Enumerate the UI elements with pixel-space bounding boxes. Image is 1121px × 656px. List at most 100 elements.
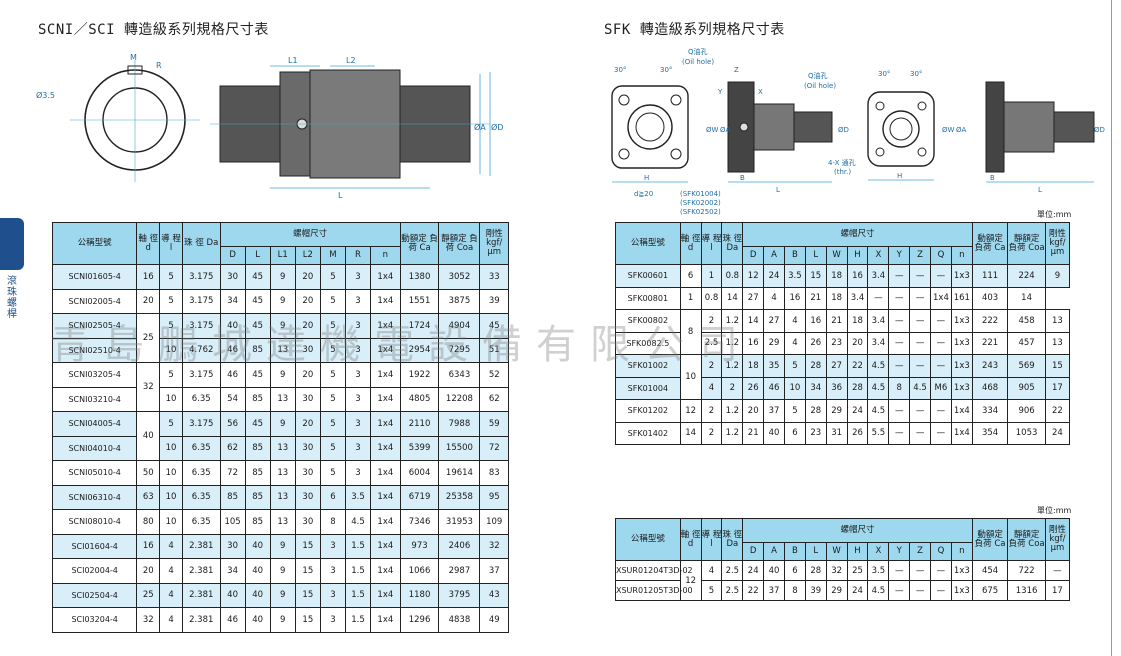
cell-coa: 7988 (438, 411, 481, 437)
dim-label-m: M (130, 53, 137, 62)
cell-l: 85 (244, 337, 271, 363)
dim-label-l2: L (1038, 186, 1042, 194)
cell-k: 95 (479, 484, 509, 510)
cell-m: 5 (319, 362, 346, 388)
cell-dim: 46 (763, 376, 785, 400)
cell-l: 85 (244, 509, 271, 535)
cell-k: 13 (1044, 331, 1071, 355)
cell-d: 10 (679, 354, 702, 400)
cell-ca: 354 (971, 421, 1009, 445)
cell-model: SCNI04005-4 (51, 411, 138, 437)
cell-dim: 20 (742, 399, 765, 423)
col-header-ca: 動額定 負荷 Ca (971, 222, 1009, 265)
cell-l2: 20 (294, 313, 321, 339)
sfk-flange-front-right (867, 91, 935, 167)
cell-model: SFK01202 (615, 399, 681, 423)
cell-coa: 31953 (438, 509, 481, 535)
cell-l: 4 (159, 607, 183, 633)
cell-dim: — (930, 309, 952, 333)
cell-m: 5 (319, 288, 346, 314)
cell-l2: 15 (294, 558, 321, 584)
col-header-nut: 螺帽尺寸 (742, 518, 973, 543)
col-header-lead: 導 程 l (159, 222, 183, 265)
cell-coa: 25358 (438, 484, 481, 510)
col-header-kgf: 剛性 kgf/ μm (479, 222, 509, 265)
cell-l: 5 (159, 288, 183, 314)
cell-dim: 1x3 (950, 580, 973, 601)
cell-dim: 1x3 (950, 309, 973, 333)
cell-l: 40 (244, 558, 271, 584)
cell-dim: 6 (783, 421, 806, 445)
cell-l: 5 (159, 313, 183, 339)
col-header-coa: 靜額定 負荷 Coa (1007, 222, 1046, 265)
cell-da: 6.35 (181, 509, 221, 535)
cell-da: 0.8 (721, 264, 744, 288)
cell-dim: 3.5 (867, 560, 890, 581)
cell-ca: 1296 (399, 607, 440, 633)
cell-dim: 1x3 (950, 331, 973, 355)
cell-dim: 40 (763, 421, 785, 445)
cell-ca: 5399 (399, 435, 440, 461)
cell-dim: 40 (763, 560, 785, 581)
cell-dim: 29 (825, 580, 848, 601)
cell-dim: 26 (846, 421, 869, 445)
cell-l2: 20 (294, 288, 321, 314)
cell-k: 62 (479, 386, 509, 412)
col-header-q: Q (930, 246, 952, 265)
cell-model: SCI02504-4 (51, 582, 138, 608)
cell-d: 34 (219, 558, 246, 584)
cell-dim: 28 (804, 399, 827, 423)
cell-dim: 29 (825, 399, 848, 423)
cell-m: 5 (319, 435, 346, 461)
cell-m: 5 (319, 386, 346, 412)
sfk-dimension-lines (612, 179, 1094, 183)
cell-dim: — (888, 399, 911, 423)
cell-m: 8 (319, 509, 346, 535)
cell-dim: 10 (783, 376, 806, 400)
cell-l2: 20 (294, 362, 321, 388)
cell-k: 13 (1044, 309, 1071, 333)
cell-dim: 37 (763, 580, 785, 601)
cell-dim: — (930, 560, 952, 581)
cell-d: 80 (136, 509, 161, 535)
cell-ca: 454 (971, 560, 1009, 581)
cell-r: 1.5 (344, 558, 372, 584)
cell-dim: 4.5 (867, 376, 890, 400)
cell-ca: 1922 (399, 362, 440, 388)
sfk-nut-drawing: 30° 30° Q油孔 (Oil hole) Z Y X Q油孔 (Oil ho… (611, 47, 1105, 216)
col-header-coa: 靜額定 負荷 Coa (1007, 518, 1046, 561)
cell-l1: 13 (269, 337, 296, 363)
cell-model: SFK00601 (615, 264, 681, 288)
cell-ca: 2110 (399, 411, 440, 437)
cell-model: SCNI02510-4 (51, 337, 138, 363)
cell-r: 3 (344, 460, 372, 486)
dim-label-a: ØA (720, 126, 731, 134)
cell-l: 10 (159, 337, 183, 363)
cell-dim: — (930, 421, 952, 445)
cell-dim: 14 (721, 286, 744, 310)
dim-label-dmin: d≧20 (634, 190, 653, 198)
oil-hole-en-label-2: (Oil hole) (804, 82, 836, 90)
cell-l: 85 (244, 435, 271, 461)
scni-spec-table: 公稱型號 軸 徑 d 導 程 l 珠 徑 Da 螺帽尺寸 動額定 負荷 Ca 靜… (51, 222, 509, 633)
col-header-L: L (244, 246, 271, 265)
cell-coa: 3795 (438, 582, 481, 608)
angle-label-1: 30° (614, 66, 626, 74)
cell-dim: 24 (846, 399, 869, 423)
cell-d: 85 (219, 484, 246, 510)
cell-coa: 19614 (438, 460, 481, 486)
cell-l: 2 (700, 354, 723, 378)
col-header-coa: 靜額定 負荷 Coa (438, 222, 481, 265)
side-category-tab[interactable] (0, 218, 24, 270)
cell-model: SCNI08010-4 (51, 509, 138, 535)
cell-dim: 5.5 (867, 421, 890, 445)
